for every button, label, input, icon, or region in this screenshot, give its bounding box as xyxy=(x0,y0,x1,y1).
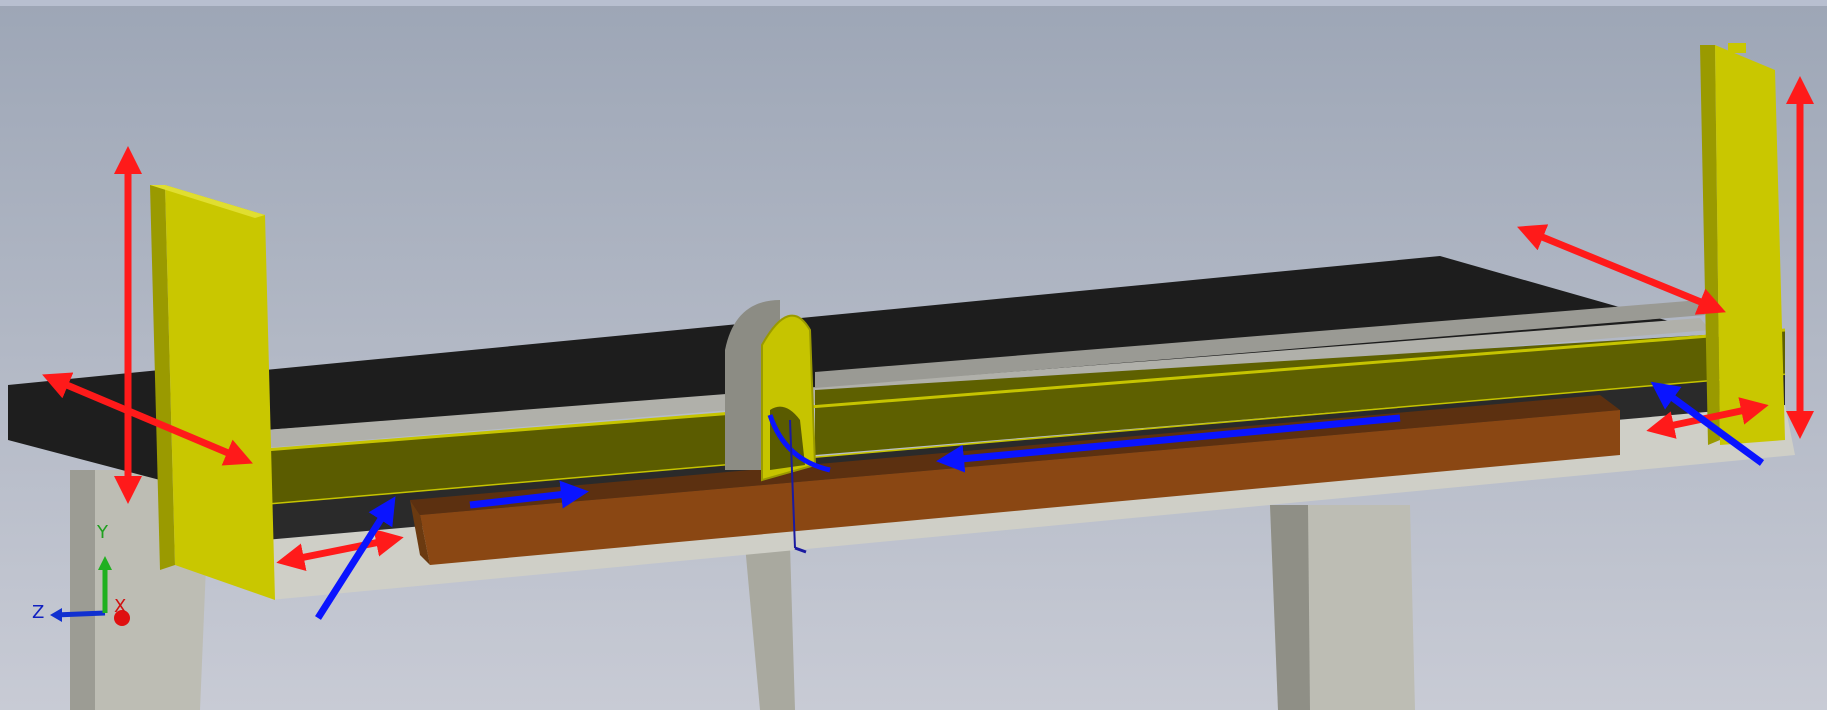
triad-y-label: Y xyxy=(96,522,109,543)
pillar-right-shade xyxy=(1270,505,1310,710)
red-arrow-left-small xyxy=(276,529,404,571)
red-arrow-left-diagonal xyxy=(42,372,253,466)
viewport-top-border xyxy=(0,0,1827,6)
blue-arrow-left-horizontal xyxy=(469,480,589,509)
brown-part-end xyxy=(410,500,430,565)
triad-z-label: Z xyxy=(32,602,44,623)
triad-z-head xyxy=(50,608,62,622)
wall-right-tab xyxy=(1728,43,1746,53)
triad-y-head xyxy=(98,556,112,570)
side-wall-left[interactable] xyxy=(150,185,275,600)
blue-arrow-curve xyxy=(767,414,831,473)
blue-wire xyxy=(789,419,796,549)
brown-part-front[interactable] xyxy=(420,410,1620,565)
center-arch[interactable] xyxy=(725,300,817,482)
belt-upper-surface[interactable] xyxy=(265,256,1700,430)
red-arrow-right-diagonal xyxy=(1517,224,1726,315)
support-pillars[interactable] xyxy=(70,470,1415,710)
blue-arrow-right-diagonal xyxy=(1650,381,1765,466)
triad-x-dot xyxy=(114,610,130,626)
blue-arrow-long xyxy=(936,414,1401,473)
shelf-left[interactable] xyxy=(265,410,770,505)
wall-left-top xyxy=(150,185,265,218)
belt-rail-strip-right xyxy=(815,300,1705,388)
triad-z-axis xyxy=(54,610,106,618)
red-motion-arrows xyxy=(42,76,1814,571)
pillar-center[interactable] xyxy=(745,545,795,710)
blue-flow-arrows xyxy=(315,381,1765,620)
side-wall-right[interactable] xyxy=(1700,43,1785,445)
pillar-left-shade xyxy=(70,470,95,710)
blue-arrow-left-diagonal xyxy=(315,496,396,620)
wall-right-face[interactable] xyxy=(1715,45,1785,445)
wall-left-face[interactable] xyxy=(165,185,275,600)
shelf-edge xyxy=(264,328,1786,452)
shelf-right[interactable] xyxy=(815,330,1785,455)
red-arrow-right-small xyxy=(1646,397,1769,439)
blue-wire-tick xyxy=(794,546,807,554)
coordinate-triad[interactable]: Z Y X xyxy=(32,522,130,626)
triad-x-label: X xyxy=(114,596,126,617)
